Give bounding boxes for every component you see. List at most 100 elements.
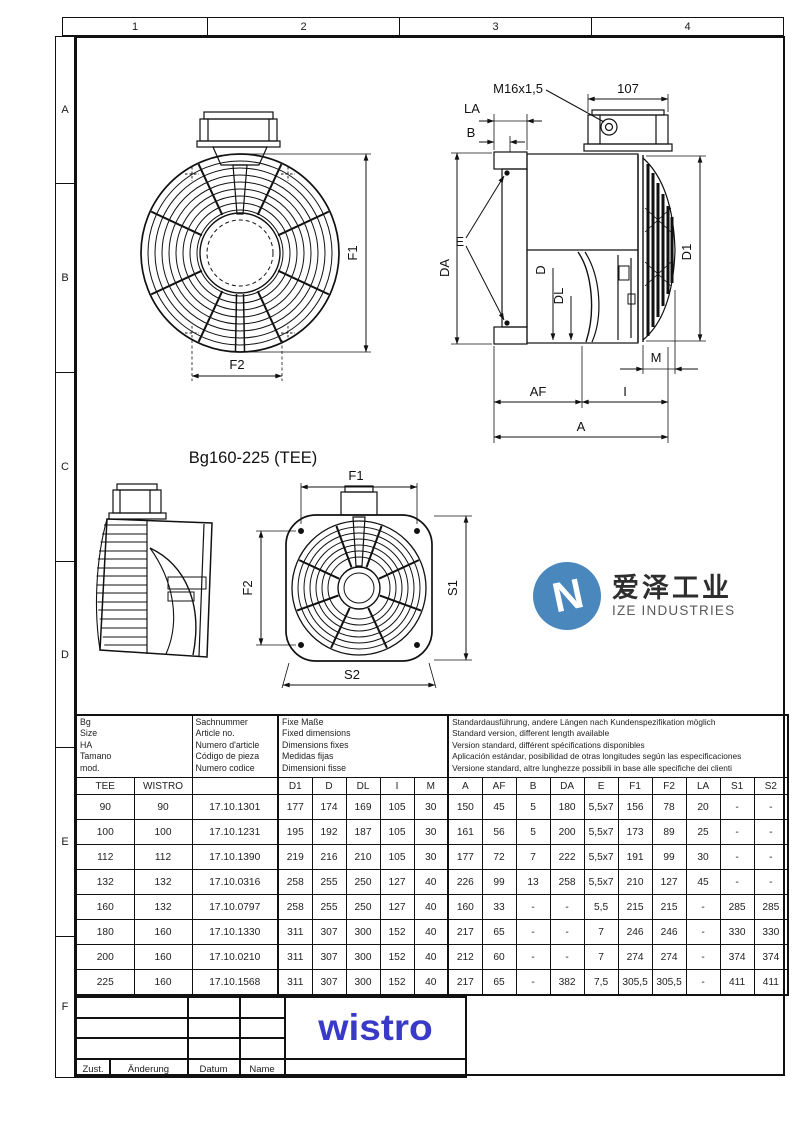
table-cell: - — [685, 894, 721, 920]
table-cell: 200 — [549, 819, 585, 845]
table-cell: 307 — [311, 944, 347, 970]
dim-label-107: 107 — [617, 81, 639, 96]
table-cell: 311 — [277, 944, 313, 970]
table-cell: 40 — [413, 944, 449, 970]
table-cell: 160 — [133, 969, 193, 996]
table-cell: 20 — [685, 794, 721, 820]
dim-label-i: I — [623, 384, 627, 399]
table-cell: 105 — [379, 794, 415, 820]
table-cell: 5 — [515, 794, 551, 820]
table-cell: 191 — [617, 844, 653, 870]
table-cell: 200 — [75, 944, 135, 970]
column-header — [191, 777, 279, 795]
table-cell: 311 — [277, 919, 313, 945]
table-cell: 25 — [685, 819, 721, 845]
table-cell: 216 — [311, 844, 347, 870]
table-cell: 7,5 — [583, 969, 619, 996]
table-cell: 225 — [75, 969, 135, 996]
column-header: M — [413, 777, 449, 795]
table-cell: - — [549, 944, 585, 970]
table-cell: 40 — [413, 919, 449, 945]
table-cell: - — [515, 894, 551, 920]
table-cell: 285 — [753, 894, 789, 920]
table-cell: 169 — [345, 794, 381, 820]
dim-label-af: AF — [530, 384, 547, 399]
table-cell: 255 — [311, 894, 347, 920]
table-cell: 274 — [651, 944, 687, 970]
sheet-row-label: D — [56, 562, 74, 748]
table-cell: 258 — [277, 869, 313, 895]
sheet-column-label: 2 — [208, 18, 400, 35]
table-cell: 217 — [447, 919, 483, 945]
variant-title: Bg160-225 (TEE) — [189, 449, 317, 467]
table-cell: 305,5 — [617, 969, 653, 996]
table-cell: - — [753, 794, 789, 820]
table-cell: 307 — [311, 919, 347, 945]
table-cell: 210 — [617, 869, 653, 895]
dim-label-dl: DL — [551, 288, 566, 305]
table-cell: 246 — [617, 919, 653, 945]
column-header: WISTRO — [133, 777, 193, 795]
table-cell: 99 — [481, 869, 517, 895]
dim-label-s1: S1 — [445, 580, 460, 596]
table-cell: 305,5 — [651, 969, 687, 996]
table-cell: 30 — [685, 844, 721, 870]
table-cell: 40 — [413, 869, 449, 895]
sheet-row-label: E — [56, 748, 74, 937]
table-cell: 152 — [379, 969, 415, 996]
ize-logo-english: IZE INDUSTRIES — [612, 603, 736, 618]
table-cell: 7 — [515, 844, 551, 870]
table-cell: 219 — [277, 844, 313, 870]
table-cell: 300 — [345, 919, 381, 945]
table-cell: - — [719, 844, 755, 870]
table-cell: 17.10.1330 — [191, 919, 279, 945]
column-header: TEE — [75, 777, 135, 795]
variant-front-view — [285, 485, 433, 662]
table-cell: 5,5x7 — [583, 819, 619, 845]
guard-fins — [646, 164, 674, 336]
table-cell: 40 — [413, 894, 449, 920]
table-cell: 152 — [379, 944, 415, 970]
table-cell: - — [719, 819, 755, 845]
table-cell: - — [719, 794, 755, 820]
table-cell: 30 — [413, 844, 449, 870]
table-cell: 99 — [651, 844, 687, 870]
table-cell: 300 — [345, 969, 381, 996]
table-cell: 180 — [549, 794, 585, 820]
column-header: LA — [685, 777, 721, 795]
table-cell: 7 — [583, 919, 619, 945]
fan-front-view — [140, 111, 340, 353]
wistro-logo: wistro — [318, 1006, 433, 1048]
table-cell: 105 — [379, 844, 415, 870]
ize-logo-icon: N — [533, 562, 601, 630]
dim-label-f1-variant: F1 — [348, 468, 363, 483]
table-cell: 60 — [481, 944, 517, 970]
sheet-column-label: 4 — [684, 20, 691, 33]
table-cell: - — [719, 869, 755, 895]
dim-label-s2: S2 — [344, 667, 360, 682]
table-cell: 5 — [515, 819, 551, 845]
table-cell: 411 — [753, 969, 789, 996]
column-header: D1 — [277, 777, 313, 795]
table-cell: 132 — [75, 869, 135, 895]
table-cell: - — [753, 819, 789, 845]
dim-label-da: DA — [437, 259, 452, 277]
sheet-frame — [75, 36, 785, 1076]
table-cell: 217 — [447, 969, 483, 996]
dim-label-a: A — [577, 419, 586, 434]
table-cell: 160 — [447, 894, 483, 920]
title-block-label-zust: Zust. — [82, 1063, 104, 1075]
title-block-label-name: Name — [249, 1063, 275, 1075]
table-cell: 330 — [719, 919, 755, 945]
table-cell: 246 — [651, 919, 687, 945]
table-cell: 300 — [345, 944, 381, 970]
table-cell: 45 — [685, 869, 721, 895]
table-cell: 100 — [75, 819, 135, 845]
